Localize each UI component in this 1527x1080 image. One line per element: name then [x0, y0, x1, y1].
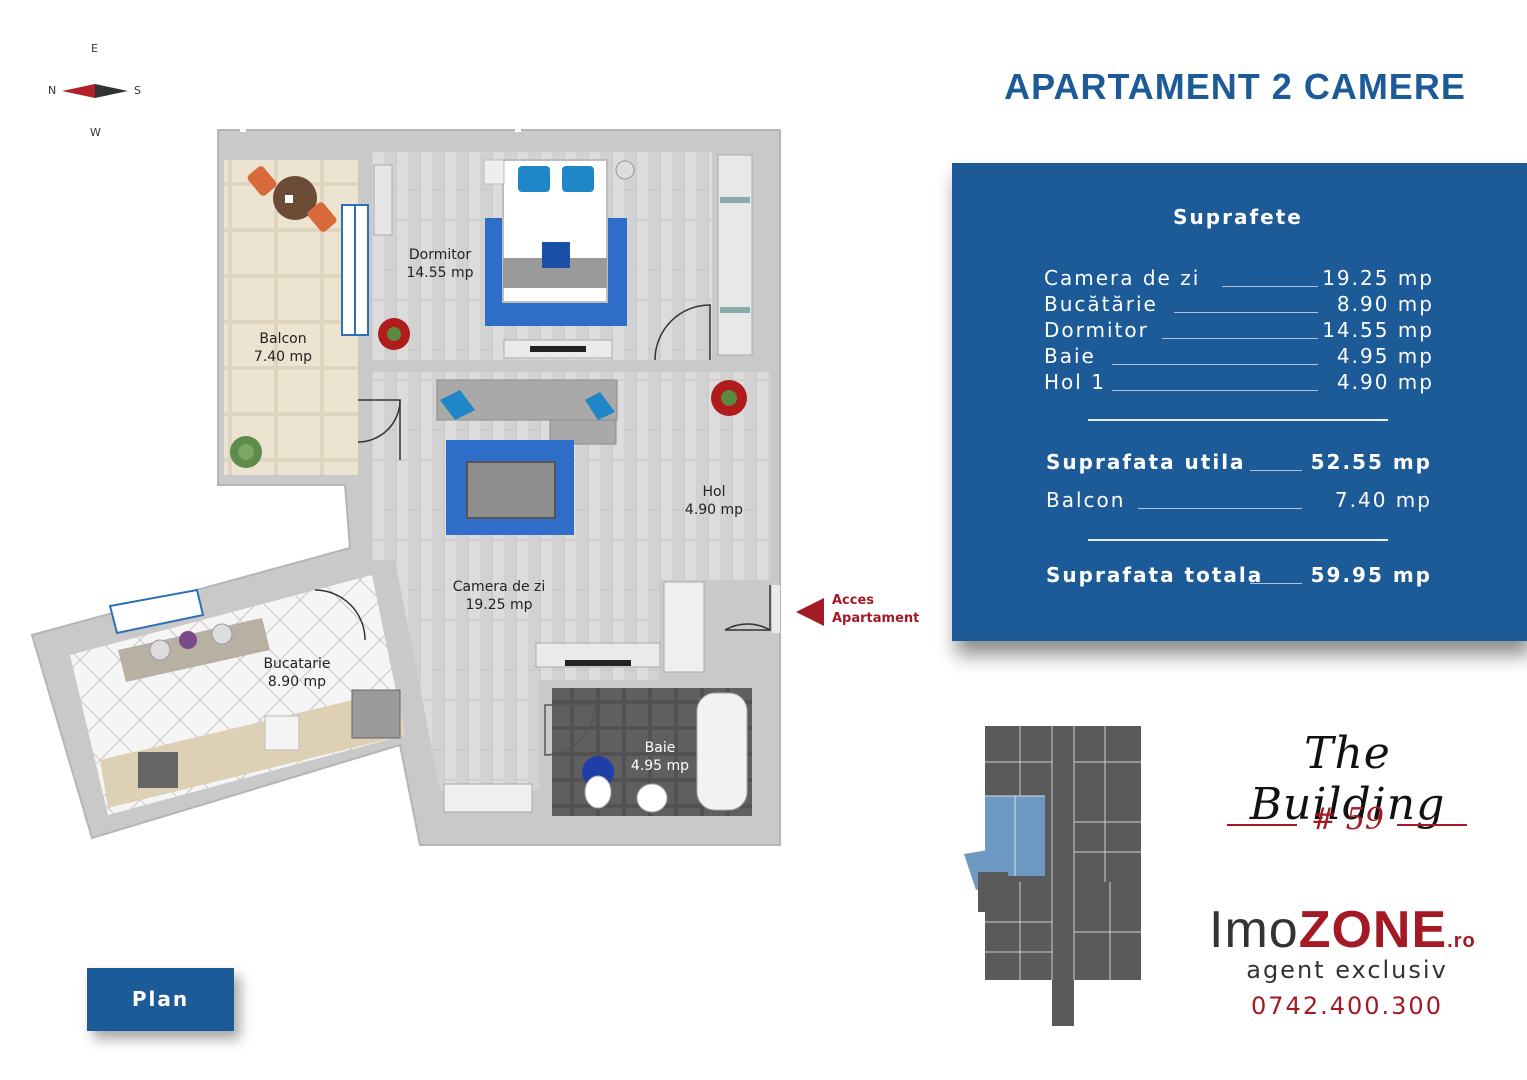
- agency-logo: ImoZONE.ro: [1209, 901, 1476, 959]
- compass-e-label: E: [91, 42, 98, 55]
- room-area: 19.25 mp: [465, 597, 533, 613]
- util-value: 52.55 mp: [1310, 450, 1432, 474]
- util-label: Suprafata utila: [1046, 450, 1246, 474]
- leader-line: [1162, 338, 1318, 339]
- room-name: Bucatarie: [263, 656, 331, 672]
- leader-line: [1112, 364, 1318, 365]
- total-value: 59.95 mp: [1310, 563, 1432, 587]
- panel-heading: Suprafete: [1173, 205, 1303, 229]
- compass-n-label: N: [48, 84, 57, 97]
- building-logo: The Building # 59: [1205, 728, 1490, 848]
- access-label: Acces Apartament: [832, 593, 920, 626]
- area-label: Camera de zi: [1044, 266, 1201, 290]
- leader-line: [1222, 286, 1318, 287]
- room-area: 4.90 mp: [684, 502, 744, 518]
- area-label: Baie: [1044, 344, 1096, 368]
- area-value: 8.90 mp: [1336, 292, 1434, 316]
- area-label: Bucătărie: [1044, 292, 1158, 316]
- building-key-plan: [964, 726, 1141, 1026]
- area-row: Camera de zi 19.25 mp: [1044, 266, 1434, 292]
- leader-line: [1174, 312, 1318, 313]
- room-area: 8.90 mp: [267, 674, 327, 690]
- logo-line-right: [1397, 824, 1467, 826]
- leader-line: [1250, 583, 1302, 584]
- total-row: Suprafata totala 59.95 mp: [1046, 563, 1432, 589]
- building-name: The Building: [1249, 728, 1446, 830]
- room-label-baie: Baie 4.95 mp: [610, 739, 710, 775]
- room-name: Camera de zi: [452, 579, 546, 595]
- room-area: 7.40 mp: [253, 349, 313, 365]
- room-name: Dormitor: [408, 247, 472, 263]
- leader-line: [1112, 390, 1318, 391]
- room-label-balcon: Balcon 7.40 mp: [233, 330, 333, 366]
- util-row: Suprafata utila 52.55 mp: [1046, 450, 1432, 476]
- room-label-camera-de-zi: Camera de zi 19.25 mp: [434, 578, 564, 614]
- area-value: 14.55 mp: [1322, 318, 1434, 342]
- balcon-value: 7.40 mp: [1334, 488, 1432, 512]
- area-value: 4.95 mp: [1336, 344, 1434, 368]
- area-value: 19.25 mp: [1322, 266, 1434, 290]
- room-area: 4.95 mp: [630, 758, 690, 774]
- area-row: Hol 1 4.90 mp: [1044, 370, 1434, 396]
- leader-line: [1250, 470, 1302, 471]
- room-name: Balcon: [259, 331, 307, 347]
- floor-plan: [30, 128, 781, 846]
- logo-line-left: [1227, 824, 1297, 826]
- agency-phone: 0742.400.300: [1251, 992, 1443, 1020]
- balcon-label: Balcon: [1046, 488, 1126, 512]
- area-row: Bucătărie 8.90 mp: [1044, 292, 1434, 318]
- room-name: Hol: [702, 484, 726, 500]
- area-row: Dormitor 14.55 mp: [1044, 318, 1434, 344]
- panel-divider: [1088, 419, 1388, 421]
- compass-s-label: S: [134, 84, 141, 97]
- area-row: Baie 4.95 mp: [1044, 344, 1434, 370]
- area-label: Hol 1: [1044, 370, 1106, 394]
- areas-panel: Suprafete Camera de zi 19.25 mp Bucătări…: [952, 163, 1527, 641]
- balcon-row: Balcon 7.40 mp: [1046, 488, 1432, 514]
- room-label-dormitor: Dormitor 14.55 mp: [390, 246, 490, 282]
- room-label-bucatarie: Bucatarie 8.90 mp: [247, 655, 347, 691]
- compass-arrow-icon: [62, 84, 128, 98]
- access-arrow-icon: [796, 598, 824, 626]
- room-name: Baie: [644, 740, 676, 756]
- room-area: 14.55 mp: [406, 265, 474, 281]
- agency-tagline: agent exclusiv: [1246, 956, 1448, 984]
- compass: E N S W: [40, 38, 150, 143]
- area-label: Dormitor: [1044, 318, 1149, 342]
- leader-line: [1138, 508, 1302, 509]
- room-label-hol: Hol 4.90 mp: [664, 483, 764, 519]
- page-title: APARTAMENT 2 CAMERE: [1004, 66, 1466, 107]
- building-number: # 59: [1311, 802, 1384, 837]
- plan-button[interactable]: Plan: [87, 968, 234, 1031]
- area-value: 4.90 mp: [1336, 370, 1434, 394]
- panel-divider: [1088, 539, 1388, 541]
- compass-w-label: W: [90, 126, 101, 139]
- total-label: Suprafata totala: [1046, 563, 1264, 587]
